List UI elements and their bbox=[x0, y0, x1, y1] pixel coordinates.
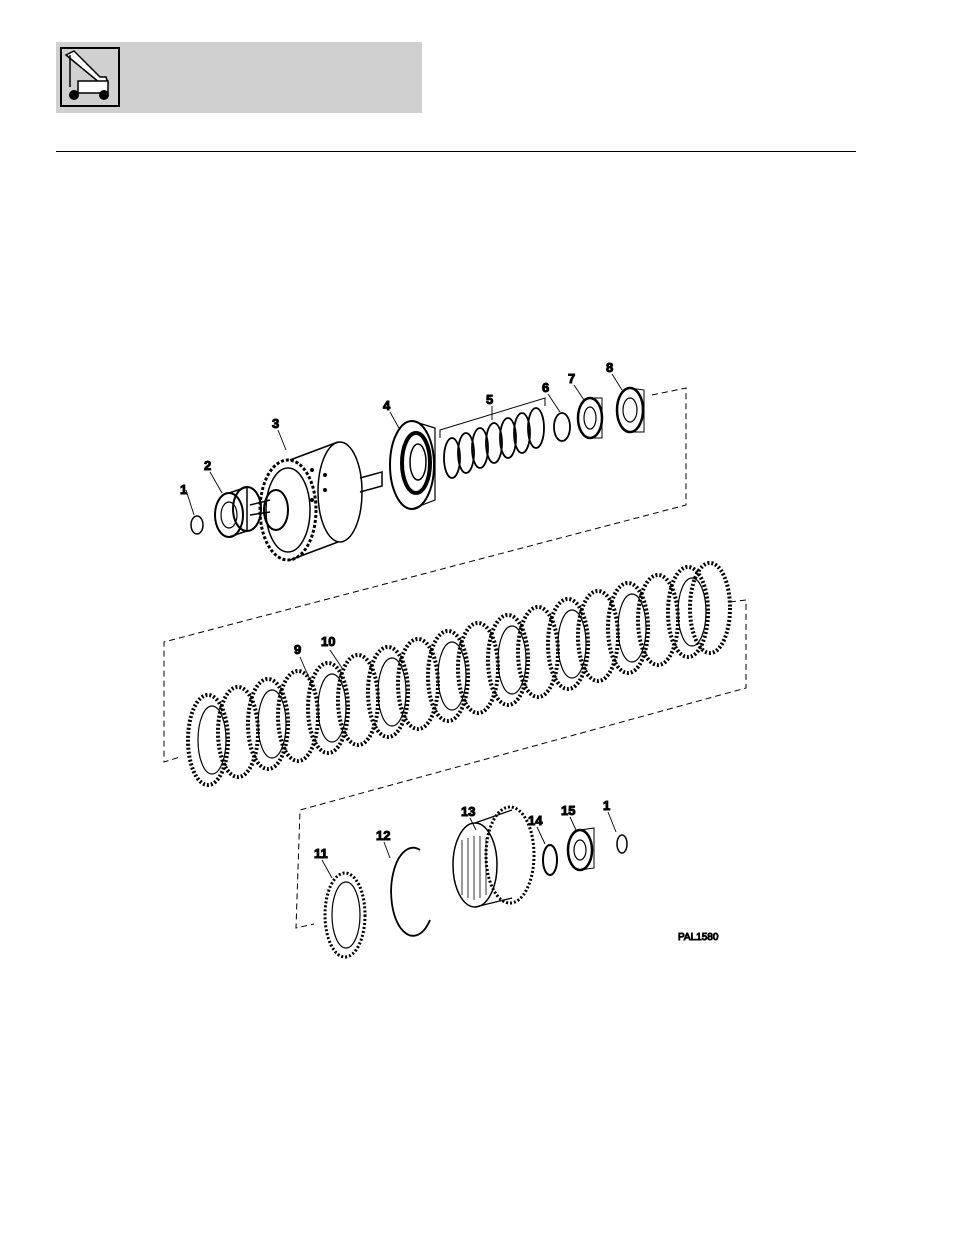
callout-5: 5 bbox=[486, 392, 493, 407]
parts-diagram: 1 2 3 4 5 6 7 8 9 10 11 12 13 14 15 1 PA… bbox=[150, 350, 770, 970]
shaft-group bbox=[164, 388, 686, 762]
callout-11: 11 bbox=[314, 846, 328, 861]
callout-9: 9 bbox=[294, 642, 301, 657]
callout-6: 6 bbox=[542, 380, 549, 395]
callout-14: 14 bbox=[528, 813, 543, 828]
callout-1: 1 bbox=[180, 482, 187, 497]
machine-arm-icon bbox=[60, 47, 120, 107]
callout-8: 8 bbox=[606, 360, 613, 375]
callout-4: 4 bbox=[383, 398, 391, 413]
callout-10: 10 bbox=[321, 634, 335, 649]
header-rule bbox=[56, 151, 856, 152]
callout-2: 2 bbox=[204, 458, 211, 473]
plate-stack bbox=[188, 563, 746, 928]
callout-15: 15 bbox=[561, 803, 575, 818]
callout-3: 3 bbox=[272, 416, 279, 431]
figure-reference: PAL1580 bbox=[678, 932, 719, 943]
callout-13: 13 bbox=[461, 804, 475, 819]
callout-1-second: 1 bbox=[603, 798, 610, 813]
callout-7: 7 bbox=[568, 371, 575, 386]
callout-12: 12 bbox=[376, 828, 390, 843]
